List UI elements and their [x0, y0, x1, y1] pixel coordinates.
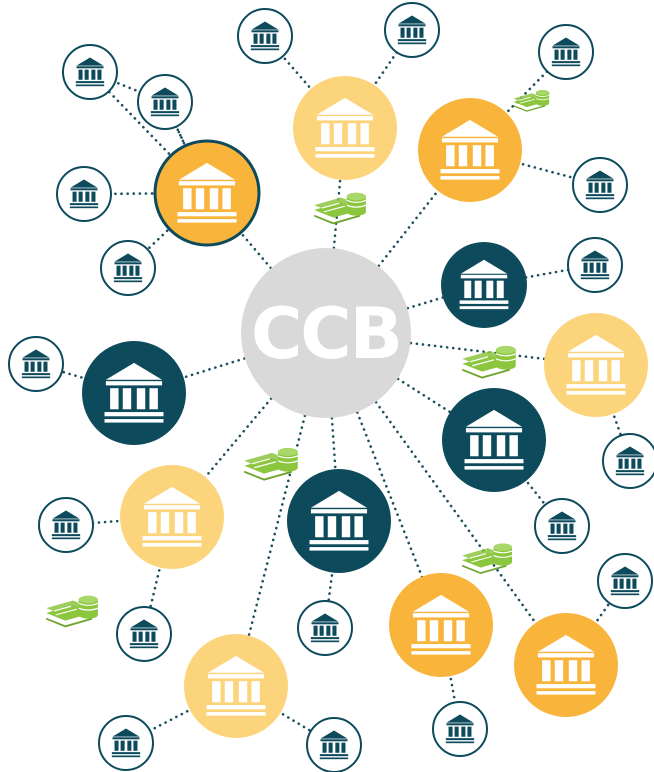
teal-right-2-node	[442, 388, 546, 492]
s-top-1-node	[237, 8, 293, 64]
teal-right-1-node	[441, 242, 527, 328]
node-circle	[418, 98, 522, 202]
node-circle	[534, 498, 590, 554]
gold-bottom-right-node	[389, 573, 493, 677]
node-circle	[293, 76, 397, 180]
s-bl-1-node	[98, 715, 154, 771]
node-circle	[287, 469, 391, 573]
node-circle	[98, 715, 154, 771]
node-circle	[544, 313, 648, 417]
light-bottom-node	[184, 634, 288, 738]
node-circle	[8, 336, 64, 392]
hub-label: CCB	[251, 293, 401, 375]
gold-left-node	[153, 139, 261, 247]
gold-far-right-node	[514, 613, 618, 717]
connector-line	[324, 331, 443, 627]
node-circle	[62, 44, 118, 100]
node-circle	[153, 139, 261, 247]
node-circle	[137, 74, 193, 130]
light-lower-left-node	[120, 465, 224, 569]
s-l-2-node	[137, 74, 193, 130]
hub-node: CCB	[241, 248, 411, 418]
node-circle	[120, 465, 224, 569]
s-l-1-node	[62, 44, 118, 100]
node-circle	[184, 634, 288, 738]
s-bl-2-node	[306, 717, 362, 772]
ccb-hub-circle	[241, 248, 411, 418]
s-l-4-node	[100, 240, 156, 296]
connector-line	[142, 515, 174, 636]
teal-left-node	[82, 341, 186, 445]
bank-nodes	[8, 2, 654, 772]
node-circle	[389, 573, 493, 677]
gold-top-right-node	[418, 98, 522, 202]
node-circle	[297, 600, 353, 656]
s-l-3-node	[56, 166, 112, 222]
node-circle	[442, 388, 546, 492]
node-circle	[514, 613, 618, 717]
node-circle	[441, 242, 527, 328]
node-circle	[432, 701, 488, 757]
node-circle	[567, 237, 623, 293]
node-circle	[100, 240, 156, 296]
s-fr-1-node	[597, 553, 653, 609]
s-ll-2-node	[116, 606, 172, 662]
s-tr-1-node	[538, 24, 594, 80]
node-circle	[538, 24, 594, 80]
s-left-far-node	[8, 336, 64, 392]
node-circle	[116, 606, 172, 662]
node-circle	[572, 157, 628, 213]
s-ll-1-node	[38, 497, 94, 553]
cash-stack-icon	[45, 595, 99, 628]
s-r-far-node	[602, 433, 654, 489]
cash-stack-icon	[461, 542, 513, 575]
node-circle	[82, 341, 186, 445]
s-b-1-node	[297, 600, 353, 656]
cash-stack-icon	[513, 89, 550, 113]
node-circle	[56, 166, 112, 222]
s-tr-2-node	[572, 157, 628, 213]
teal-bottom-node	[287, 469, 391, 573]
connector-line	[468, 148, 602, 187]
light-top-node	[293, 76, 397, 180]
s-top-2-node	[384, 2, 440, 58]
node-circle	[237, 8, 293, 64]
node-circle	[38, 497, 94, 553]
connector-line	[88, 70, 209, 195]
node-circle	[384, 2, 440, 58]
light-right-node	[544, 313, 648, 417]
node-circle	[597, 553, 653, 609]
connector-line	[263, 34, 347, 130]
s-r-2-node	[534, 498, 590, 554]
cash-stack-icon	[313, 192, 367, 225]
s-br-1-node	[432, 701, 488, 757]
node-circle	[306, 717, 362, 772]
s-r-1-node	[567, 237, 623, 293]
